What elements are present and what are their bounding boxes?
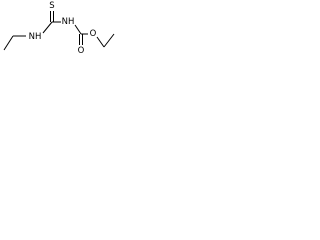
atom-nh-left: NH <box>29 32 42 42</box>
bond-nh-right-co <box>74 24 82 35</box>
atom-sulfur: S <box>49 1 54 11</box>
bond-ch2-ch3 <box>103 33 115 48</box>
bond-o-ch2 <box>96 36 105 48</box>
bond-ch3-ch2 <box>3 35 14 51</box>
molecule-structure: S NH NH O O <box>3 1 115 56</box>
atom-nh-right: NH <box>62 17 75 27</box>
bonds <box>3 11 115 51</box>
atom-oxygen-ester: O <box>90 29 97 39</box>
bond-nh-left-cs <box>42 21 53 34</box>
atom-labels: S NH NH O O <box>29 1 97 56</box>
atom-oxygen-carbonyl: O <box>78 46 85 56</box>
